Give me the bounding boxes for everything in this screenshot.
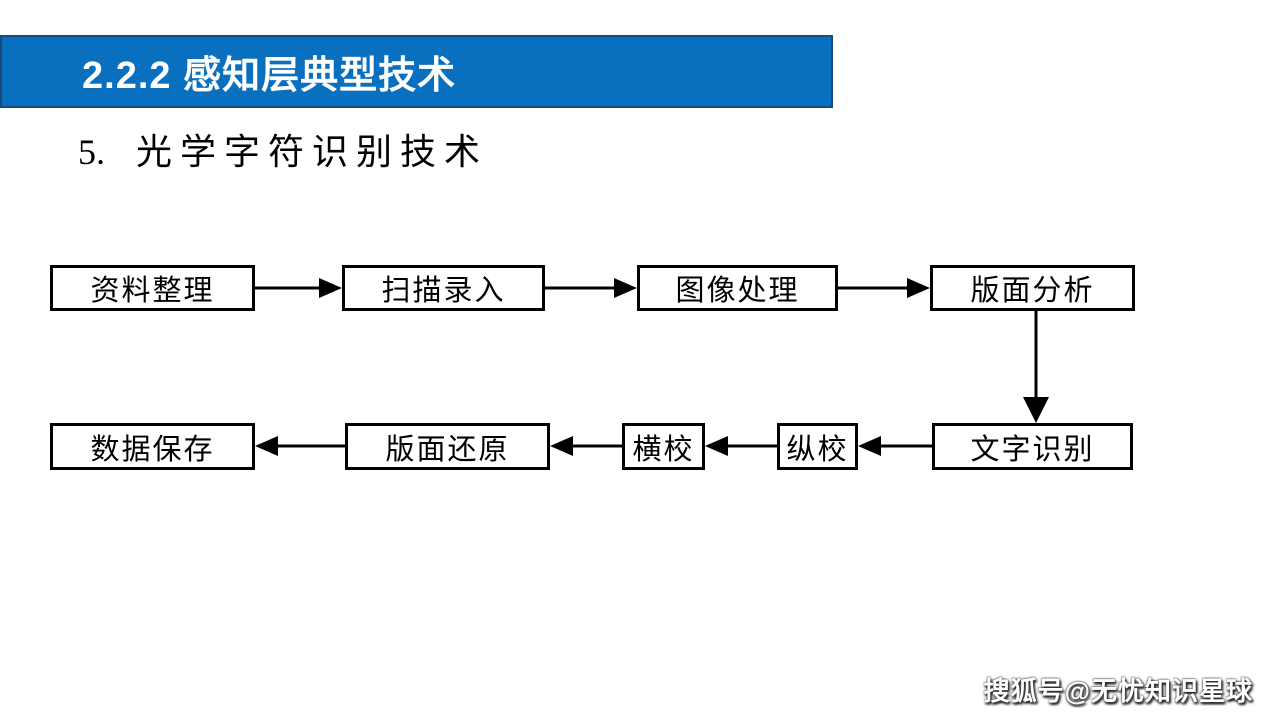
arrow-shaft	[838, 286, 911, 290]
section-item: 5. 光学字符识别技术	[78, 131, 488, 173]
section-item-label: 光学字符识别技术	[136, 132, 489, 172]
flow-node-text-recognition: 文字识别	[932, 423, 1133, 470]
arrow-shaft	[274, 444, 345, 448]
arrow-head	[907, 278, 930, 298]
flow-node-material-preparation: 资料整理	[50, 265, 255, 311]
flow-node-vertical-proofreading: 纵校	[777, 423, 858, 470]
arrow-right-icon	[255, 277, 342, 299]
arrow-head	[705, 436, 728, 456]
arrow-down-icon	[1023, 310, 1049, 423]
arrow-head	[614, 278, 637, 298]
arrow-shaft	[724, 444, 777, 448]
arrow-head	[858, 436, 881, 456]
arrow-shaft	[569, 444, 622, 448]
slide-title-banner: 2.2.2 感知层典型技术	[0, 35, 833, 108]
arrow-left-icon	[705, 435, 777, 457]
section-item-number: 5.	[78, 132, 105, 172]
flow-node-layout-analysis: 版面分析	[930, 265, 1135, 311]
arrow-head	[319, 278, 342, 298]
arrow-left-icon	[255, 435, 345, 457]
flow-node-scan-input: 扫描录入	[342, 265, 545, 311]
arrow-head	[1023, 397, 1049, 423]
flow-node-horizontal-proofreading: 横校	[622, 423, 705, 470]
arrow-left-icon	[858, 435, 932, 457]
watermark: 搜狐号@无忧知识星球	[983, 676, 1253, 706]
arrow-right-icon	[838, 277, 930, 299]
arrow-head	[255, 436, 278, 456]
arrow-shaft	[255, 286, 323, 290]
flow-node-image-processing: 图像处理	[637, 265, 838, 311]
flow-node-layout-restoration: 版面还原	[345, 423, 550, 470]
arrow-shaft	[1034, 310, 1038, 401]
arrow-shaft	[877, 444, 932, 448]
arrow-left-icon	[550, 435, 622, 457]
arrow-right-icon	[545, 277, 637, 299]
arrow-shaft	[545, 286, 618, 290]
slide-title: 2.2.2 感知层典型技术	[82, 55, 457, 97]
flow-node-data-saving: 数据保存	[50, 423, 255, 470]
arrow-head	[550, 436, 573, 456]
